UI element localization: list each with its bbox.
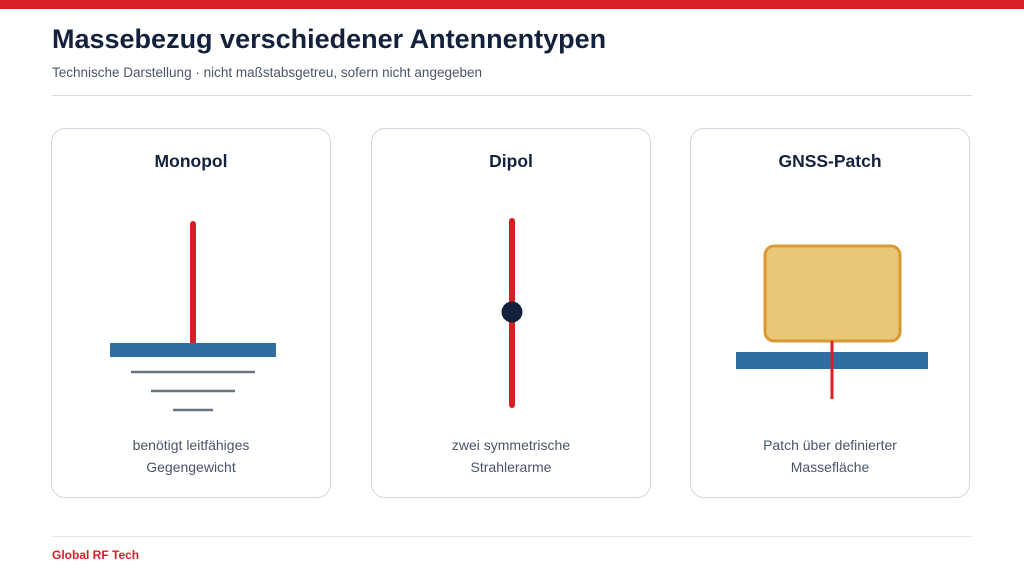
footer-divider — [52, 536, 972, 537]
page-title: Massebezug verschiedener Antennentypen — [52, 24, 607, 54]
monopol-diagram — [110, 221, 276, 412]
top-accent-bar — [0, 0, 1024, 9]
gnss-patch-diagram — [736, 244, 928, 399]
patch-element — [763, 244, 902, 343]
card-gnss-patch: GNSS-Patch Patch über definierter Massef… — [690, 128, 970, 498]
header-divider — [52, 95, 972, 96]
card-title: GNSS-Patch — [778, 151, 882, 171]
card-caption: zwei symmetrische Strahlerarme — [451, 437, 571, 475]
ground-plane — [110, 343, 276, 357]
card-caption: Patch über definierter Massefläche — [763, 437, 897, 475]
footer-brand: Global RF Tech — [52, 548, 140, 562]
card-caption: benötigt leitfähiges Gegengewicht — [132, 437, 250, 475]
card-title: Monopol — [154, 151, 228, 171]
card-monopol: Monopol benötigt leitfähiges Gegengewich… — [51, 128, 331, 498]
dipol-diagram — [501, 218, 523, 408]
card-dipol: Dipol zwei symmetrische Strahlerarme — [371, 128, 651, 498]
feed-point — [501, 301, 523, 323]
card-title: Dipol — [489, 151, 533, 171]
page-subtitle: Technische Darstellung · nicht maßstabsg… — [52, 65, 482, 80]
